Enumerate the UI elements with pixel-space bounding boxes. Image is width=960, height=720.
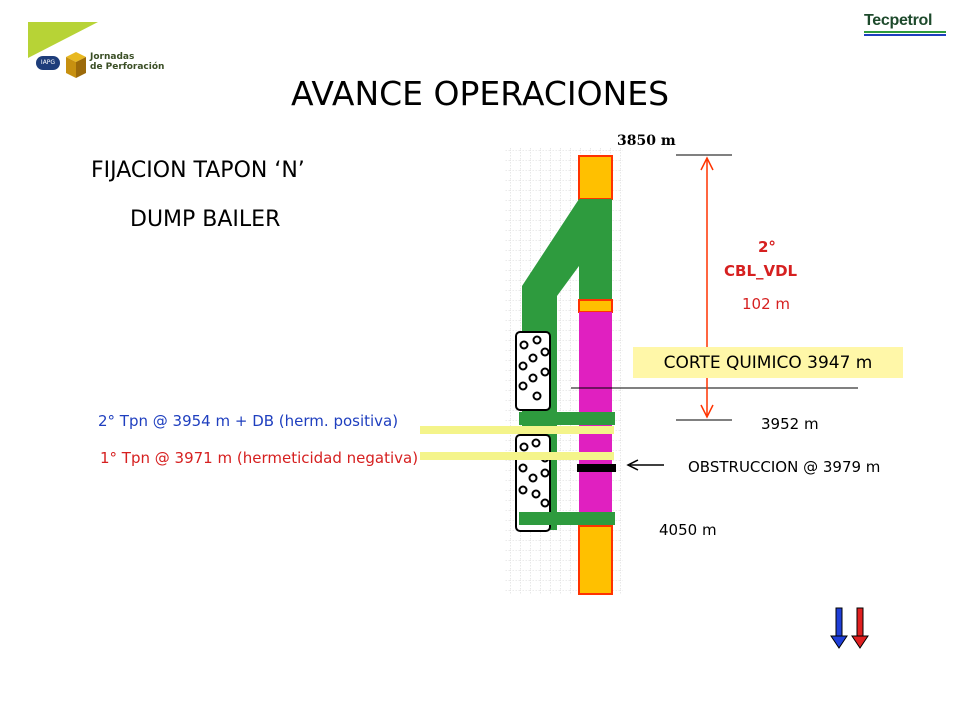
fish-diagonal [522, 199, 612, 314]
arrow-down-red-icon [851, 607, 869, 649]
plug-second-label: 2° Tpn @ 3954 m + DB (herm. positiva) [98, 412, 399, 430]
obstruction-marker [577, 464, 616, 472]
depth-label-3850: 3850 m [617, 133, 676, 149]
cbl-length-label: 102 m [742, 295, 791, 313]
upper-packer-slips [518, 335, 550, 401]
green-bar-lower [519, 512, 615, 525]
obstruction-arrow-head [626, 459, 639, 471]
depth-label-4050: 4050 m [659, 521, 717, 539]
cbl-arrow-head-top [700, 156, 714, 171]
depth-label-3952: 3952 m [761, 415, 819, 433]
plug-band-second [420, 426, 614, 434]
subtitle-fijacion: FIJACION TAPON ‘N’ [91, 158, 305, 183]
cbl-run-label: 2° [758, 238, 776, 256]
header-swoosh [28, 22, 98, 58]
jornadas-logo: Jornadas de Perforación [66, 50, 176, 80]
corte-quimico-label: CORTE QUIMICO 3947 m [663, 352, 873, 373]
corte-quimico-box: CORTE QUIMICO 3947 m [633, 347, 903, 378]
tecpetrol-logo: Tecpetrol [864, 12, 946, 38]
page-title: AVANCE OPERACIONES [290, 74, 670, 113]
cube-icon [66, 52, 86, 78]
tubing-orange-bottom [578, 525, 613, 595]
plug-first-label: 1° Tpn @ 3971 m (hermeticidad negativa) [100, 449, 419, 467]
tubing-orange-top [578, 155, 613, 200]
jornadas-logo-line1: Jornadas [90, 52, 135, 62]
jornadas-logo-line2: de Perforación [90, 62, 165, 72]
green-bar-upper [519, 412, 615, 425]
iapg-logo: IAPG [36, 56, 60, 70]
iapg-logo-text: IAPG [40, 59, 56, 66]
arrow-down-blue-icon [830, 607, 848, 649]
cbl-arrow-head-bottom [700, 404, 714, 419]
tubing-orange-band [578, 299, 613, 313]
obstruccion-label: OBSTRUCCION @ 3979 m [688, 458, 881, 476]
subtitle-dump-bailer: DUMP BAILER [130, 207, 281, 232]
cbl-name-label: CBL_VDL [724, 262, 798, 280]
plug-band-first [420, 452, 614, 460]
tecpetrol-logo-text: Tecpetrol [864, 12, 933, 29]
